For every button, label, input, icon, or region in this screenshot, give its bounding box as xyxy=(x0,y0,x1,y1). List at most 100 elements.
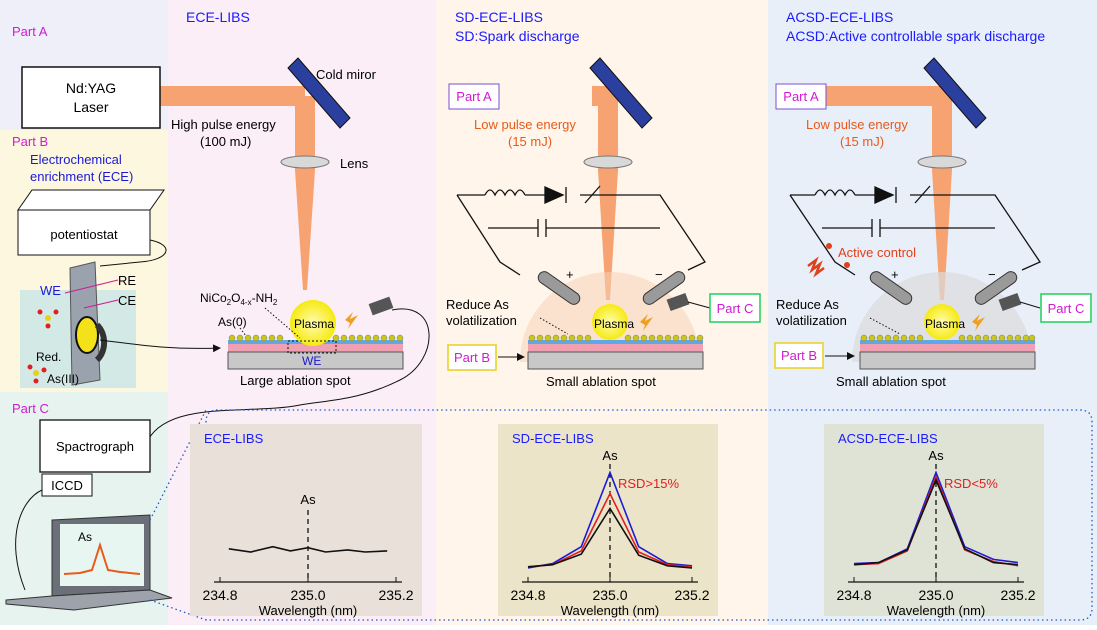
spark-icon-ece xyxy=(345,312,358,329)
spectrograph-box xyxy=(39,419,151,473)
laptop-screen xyxy=(60,524,144,586)
acsd-small-spot-label: Small ablation spot xyxy=(836,374,946,389)
transfer-arrow xyxy=(99,339,221,353)
plasma-sd xyxy=(592,304,628,340)
circuit-acsd xyxy=(789,185,1041,276)
cold-mirror-label: Cold miror xyxy=(316,67,377,82)
chart3-xtick-label-2: 235.2 xyxy=(1000,587,1035,603)
potentiostat-top xyxy=(17,189,165,211)
acsd-reduce-line1: Reduce As xyxy=(776,297,839,312)
switch-icon xyxy=(807,256,825,278)
large-spot-label: Large ablation spot xyxy=(240,373,351,388)
material-label: NiCo2O4-x-NH2 xyxy=(200,291,278,307)
laser-beam-acsd xyxy=(932,96,952,300)
chart3-xlabel: Wavelength (nm) xyxy=(887,603,986,618)
plasma-ece xyxy=(290,300,336,346)
deposits-acsd xyxy=(860,334,1036,342)
chart1-xtick-label-2: 235.2 xyxy=(378,587,413,603)
substrate-pink-ece xyxy=(228,344,403,352)
plus-label-sd: + xyxy=(566,267,574,282)
lens-ece xyxy=(280,155,330,169)
sd-reduce-line2: volatilization xyxy=(446,313,517,328)
plasma-acsd xyxy=(924,304,960,340)
spectrograph-label: Spactrograph xyxy=(56,439,134,454)
high-energy-line1: High pulse energy xyxy=(171,117,276,132)
nd-yag-laser-box xyxy=(21,66,161,129)
chart1-xtick-label-0: 234.8 xyxy=(202,587,237,603)
collector-line-sd xyxy=(687,301,711,309)
iccd-box xyxy=(41,473,93,497)
chart3-background xyxy=(824,424,1044,616)
acsd-panel-title: ACSD-ECE-LIBS xyxy=(786,9,893,25)
sd-panel-subtitle: SD:Spark discharge xyxy=(455,28,580,44)
ece-panel-title: ECE-LIBS xyxy=(186,9,250,25)
spark-icon-sd xyxy=(640,314,653,331)
as-iii-label: As(III) xyxy=(47,372,79,386)
sd-part-c-box xyxy=(709,293,761,323)
substrate-base-acsd xyxy=(859,351,1036,370)
chart2-series-line-0 xyxy=(527,470,693,569)
acsd-part-b-label: Part B xyxy=(781,348,817,363)
electrode-negative-acsd xyxy=(974,271,1018,305)
acsd-part-a-box xyxy=(775,83,827,110)
sd-small-spot-label: Small ablation spot xyxy=(546,374,656,389)
deposits-ece xyxy=(228,334,404,342)
acsd-part-b-box xyxy=(774,342,824,369)
laptop-base xyxy=(5,589,173,611)
chart3-peak-label: As xyxy=(928,448,944,463)
molecule-icon xyxy=(27,309,59,384)
minus-label-acsd: − xyxy=(988,267,996,282)
chart2-title: SD-ECE-LIBS xyxy=(512,431,594,446)
re-label: RE xyxy=(118,273,136,288)
acsd-energy-line2: (15 mJ) xyxy=(840,134,884,149)
plasma-label-acsd: Plasma xyxy=(925,317,965,331)
spark-icon-acsd xyxy=(972,314,985,331)
lens-acsd xyxy=(917,155,967,169)
substrate-pink-sd xyxy=(528,344,703,352)
chart1-xlabel: Wavelength (nm) xyxy=(259,603,358,618)
potentiostat-label: potentiostat xyxy=(50,227,118,242)
substrate-base-sd xyxy=(527,351,704,370)
we-label: WE xyxy=(40,283,61,298)
electrode-positive-acsd xyxy=(869,271,913,305)
fiber-cable xyxy=(147,308,430,441)
electrode-positive-sd xyxy=(537,271,581,305)
electrode-spot xyxy=(75,316,99,354)
chart1-title: ECE-LIBS xyxy=(204,431,264,446)
collector-acsd xyxy=(998,292,1022,312)
as0-pointer xyxy=(239,327,247,337)
chart1-peak-label: As xyxy=(300,492,316,507)
chart2-xtick-label-2: 235.2 xyxy=(674,587,709,603)
ece-label-line2: enrichment (ECE) xyxy=(30,169,133,184)
counter-electrode xyxy=(94,322,108,363)
laser-name-line1: Nd:YAG xyxy=(66,80,116,96)
laser-beam-acsd-horizontal xyxy=(826,86,952,106)
sd-energy-line1: Low pulse energy xyxy=(474,117,576,132)
acsd-energy-line1: Low pulse energy xyxy=(806,117,908,132)
chart3-series-line-1 xyxy=(853,474,1019,567)
sd-part-b-box xyxy=(447,344,497,371)
chart2-series-line-2 xyxy=(527,506,693,569)
sd-panel-title: SD-ECE-LIBS xyxy=(455,9,543,25)
part-b-label: Part B xyxy=(12,134,48,149)
substrate-pink-acsd xyxy=(860,344,1035,352)
chart2-annotation: RSD>15% xyxy=(618,476,679,491)
part-c-label: Part C xyxy=(12,401,49,416)
plasma-label-sd: Plasma xyxy=(594,317,634,331)
chart3-xtick-label-1: 235.0 xyxy=(918,587,953,603)
substrate-blue-acsd xyxy=(860,340,1035,344)
red-label: Red. xyxy=(36,350,61,364)
acsd-part-c-label: Part C xyxy=(1048,301,1085,316)
chart3-xtick-label-0: 234.8 xyxy=(836,587,871,603)
sd-part-a-box xyxy=(448,83,500,110)
acsd-panel-subtitle: ACSD:Active controllable spark discharge xyxy=(786,28,1045,44)
chart-container-dotted xyxy=(149,409,1093,621)
collector-line-acsd xyxy=(1019,301,1041,309)
re-line xyxy=(64,279,119,294)
deposits-sd xyxy=(528,334,704,342)
laser-beam-sd xyxy=(598,96,618,300)
chart2-peak-label: As xyxy=(602,448,618,463)
potentiostat-cable xyxy=(99,239,167,267)
